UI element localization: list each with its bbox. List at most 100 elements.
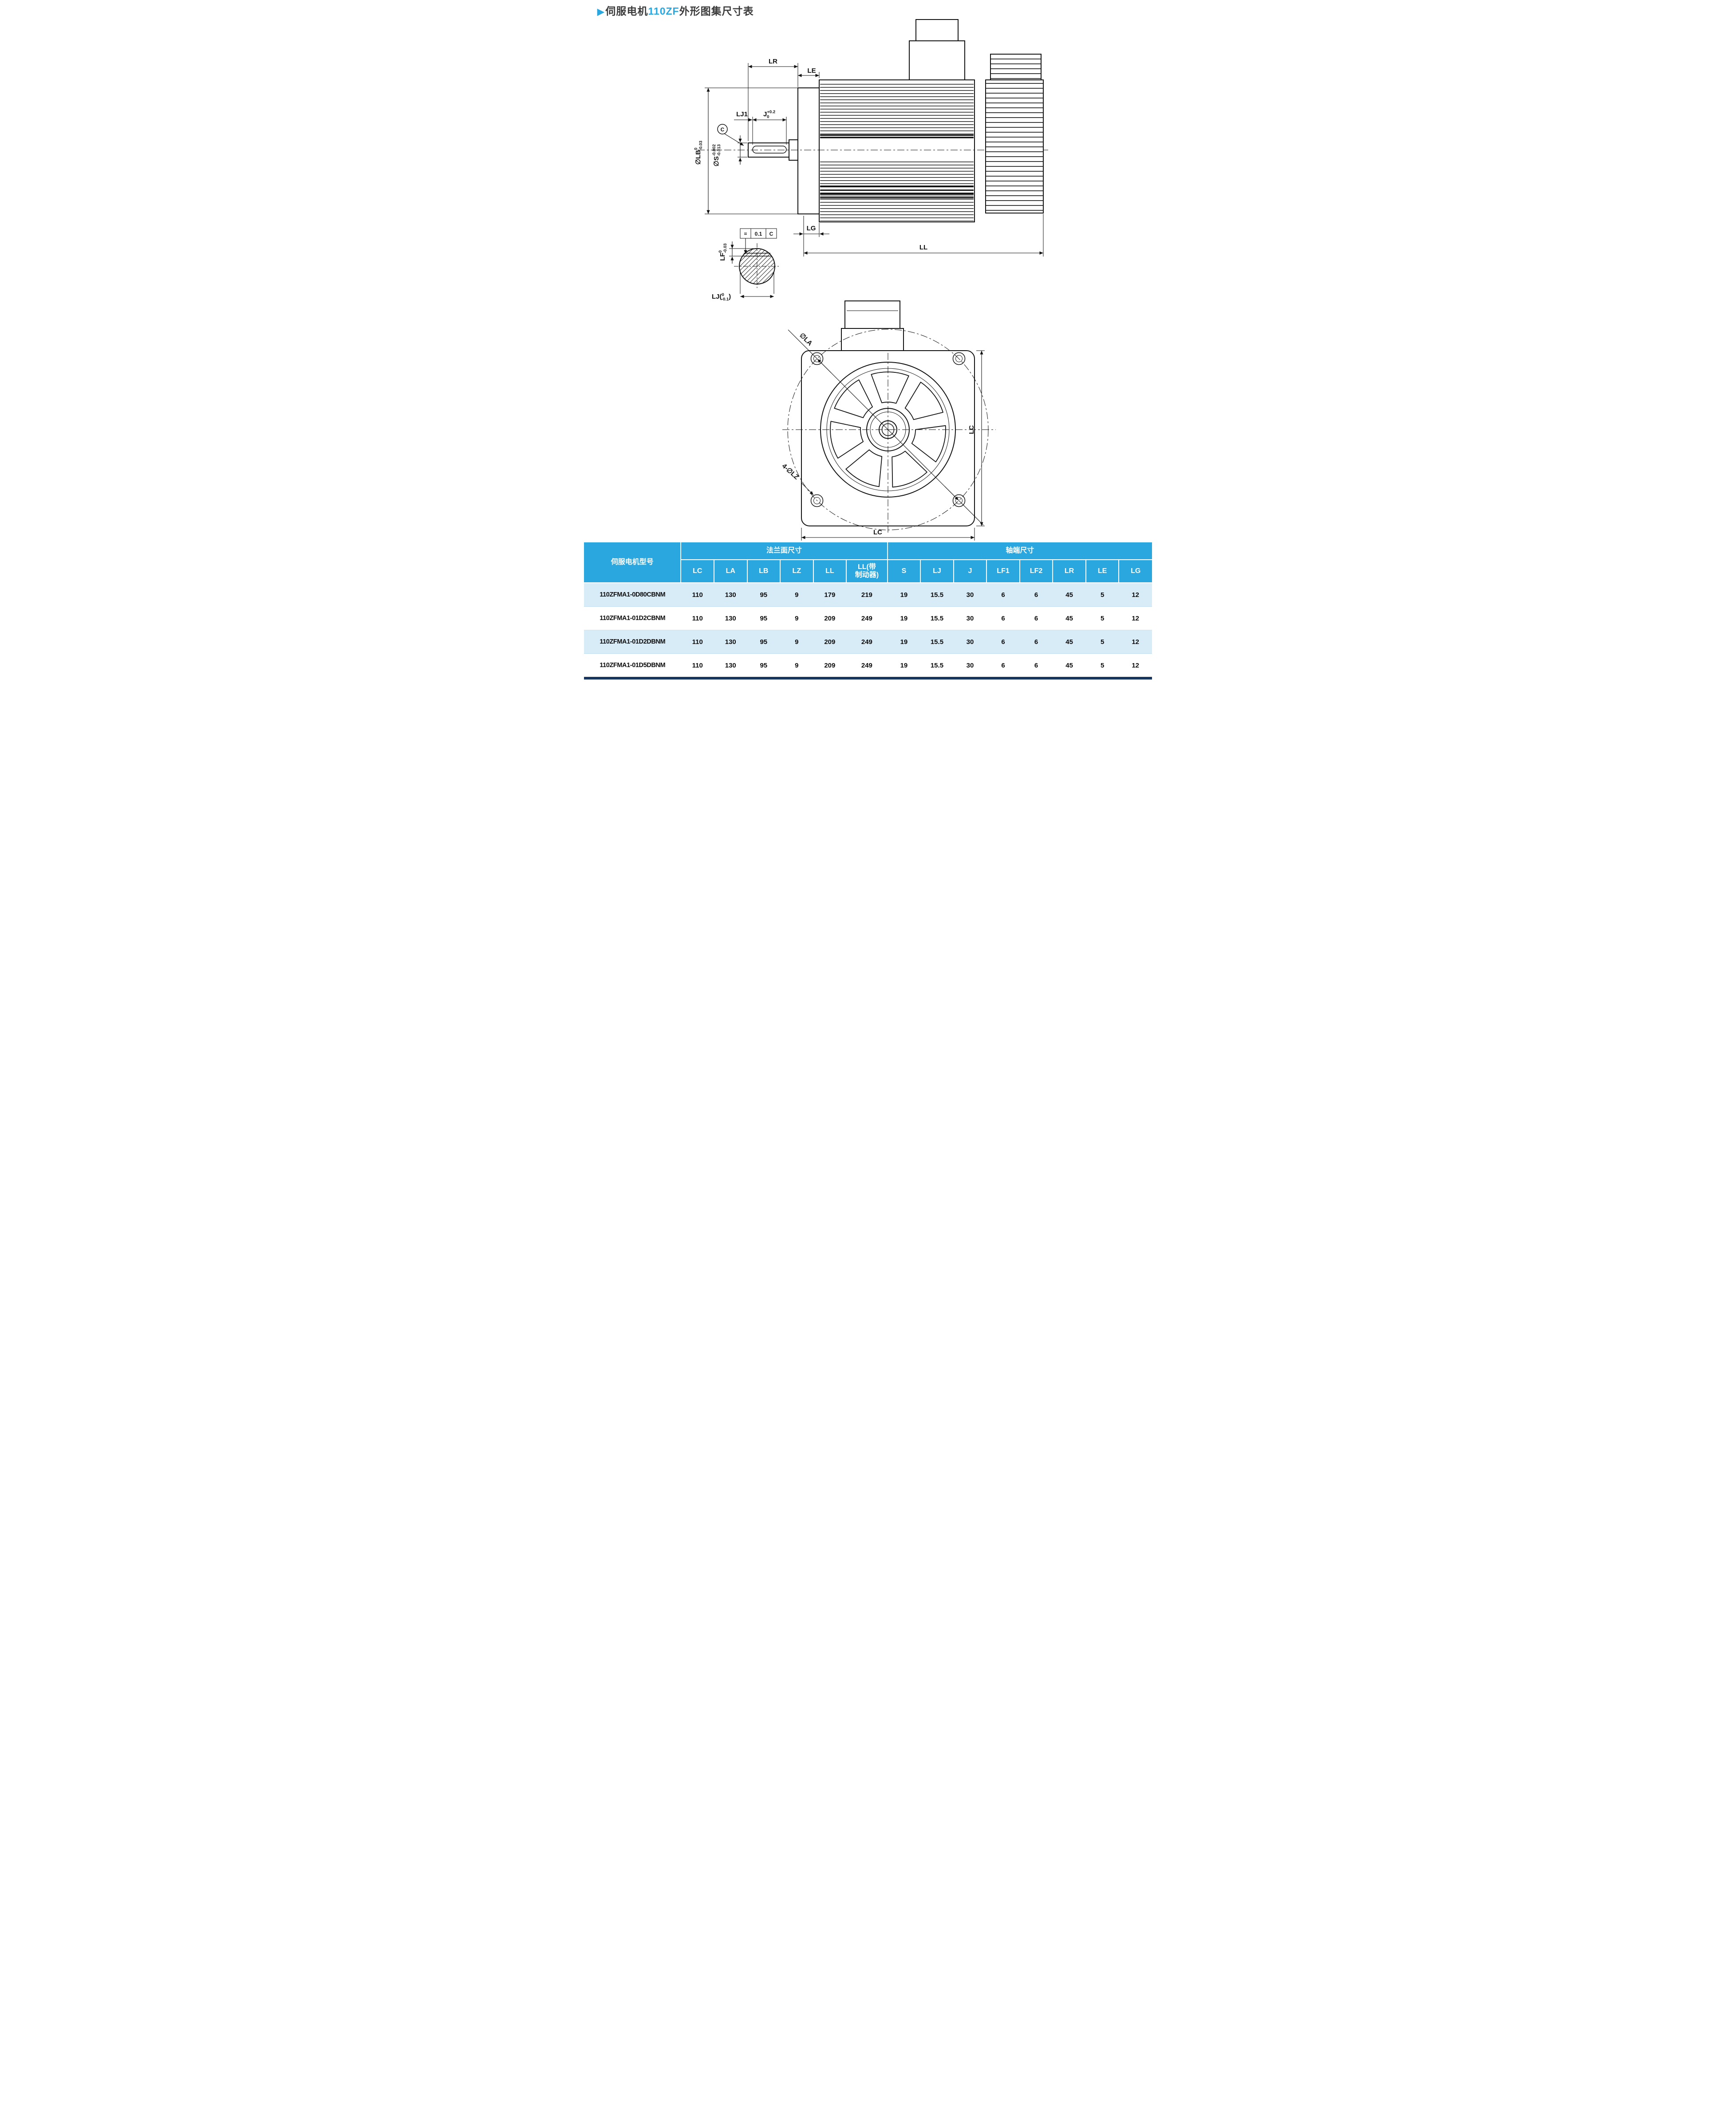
group-header-shaft: 轴端尺寸 [887,542,1152,560]
value-cell: 30 [953,630,987,654]
tolerance-frame: = 0.1 C [740,228,777,254]
front-connector-base [841,328,904,351]
cooling-fins-top [820,82,974,138]
value-cell: 12 [1119,630,1152,654]
dim-s-label: ∅S-0.002-0.013 [712,144,722,166]
value-cell: 30 [953,582,987,607]
value-cell: 5 [1085,606,1119,630]
table-row: 110ZFMA1-0D80CBNM 110 130 95 9 179 219 1… [584,582,1152,607]
front-connector-cap [844,300,900,329]
value-cell: 130 [714,653,747,677]
value-cell: 6 [1019,630,1053,654]
shaft-keyway [752,146,787,154]
page-title: ▶伺服电机110ZF外形图集尺寸表 [597,3,754,18]
lf-tolerance-lower: -0.03 [723,243,728,253]
value-cell: 249 [846,630,888,654]
value-cell: 110 [681,582,714,607]
spoke-cutout [911,425,946,462]
value-cell: 45 [1053,582,1086,607]
value-cell: 12 [1119,606,1152,630]
dim-s: ∅S-0.002-0.013 [712,135,747,166]
dim-ll-label: LL [919,244,927,251]
dim-lj1-label: LJ1 [736,111,748,118]
model-cell: 110ZFMA1-0D80CBNM [584,582,681,607]
value-cell: 110 [681,653,714,677]
dim-lg-label: LG [807,225,816,232]
value-cell: 179 [813,582,847,607]
value-cell: 249 [846,606,888,630]
col-header: LF1 [986,560,1020,583]
callout-lz: 4-∅LZ [781,462,814,495]
dim-la: ∅LA [788,329,984,526]
value-cell: 45 [1053,606,1086,630]
lb-tolerance-upper: 0 [694,148,698,150]
value-cell: 5 [1085,653,1119,677]
value-cell: 9 [780,630,813,654]
mounting-hole [952,352,966,365]
value-cell: 249 [846,653,888,677]
value-cell: 19 [887,582,921,607]
model-cell: 110ZFMA1-01D2CBNM [584,606,681,630]
value-cell: 110 [681,606,714,630]
dim-lj-label: LJ(0-0.1) [712,292,731,302]
datum-c-label: C [721,126,725,133]
value-cell: 15.5 [920,582,954,607]
connector-block [909,40,965,80]
front-view: ∅LA 4-∅LZ LC LC [781,300,996,541]
fin-band [820,134,974,136]
col-header: LJ [920,560,954,583]
value-cell: 12 [1119,653,1152,677]
lj-tolerance-lower: -0.1 [722,297,729,302]
col-header-model: 伺服电机型号 [584,542,682,583]
dim-le: LE [798,67,820,78]
col-header: LL(带 制动器) [846,560,888,583]
model-cell: 110ZFMA1-01D2DBNM [584,630,681,654]
value-cell: 5 [1085,630,1119,654]
s-tolerance-upper: -0.002 [712,144,717,156]
dim-lc-right: LC [968,350,985,526]
callout-lz-label: 4-∅LZ [781,462,801,481]
dimension-table: 伺服电机型号 法兰面尺寸 轴端尺寸 LC LA LB LZ LL LL(带 制动… [584,542,1152,677]
datasheet-page: ▶伺服电机110ZF外形图集尺寸表 [584,0,1152,680]
value-cell: 6 [1019,582,1053,607]
connector-cap [915,19,959,41]
rear-housing [985,79,1044,213]
spoke-cutouts [827,371,946,490]
value-cell: 209 [813,653,847,677]
tolerance-symbol: = [744,231,747,237]
dim-lj: LJ(0-0.1) [712,272,774,302]
value-cell: 219 [846,582,888,607]
value-cell: 209 [813,606,847,630]
value-cell: 6 [1019,653,1053,677]
col-header: LC [681,560,714,583]
table-group-header-row: 伺服电机型号 法兰面尺寸 轴端尺寸 [584,542,1152,583]
motor-body [819,79,975,222]
mounting-hole [810,494,824,507]
dim-ll: LL [804,214,1044,257]
tolerance-value: 0.1 [755,231,762,237]
value-cell: 130 [714,606,747,630]
dimension-table-wrap: 伺服电机型号 法兰面尺寸 轴端尺寸 LC LA LB LZ LL LL(带 制动… [584,542,1152,680]
col-header: LE [1085,560,1120,583]
dim-lc-right-label: LC [968,425,975,434]
dim-lg: LG [793,216,829,257]
col-header: LB [747,560,781,583]
shaft-cross-section: LF0-0.03 = 0.1 C LJ(0-0.1) [712,228,780,302]
dim-lf: LF0-0.03 [718,241,755,264]
lf-tolerance-upper: 0 [718,250,723,253]
value-cell: 95 [747,653,781,677]
col-header: LG [1119,560,1152,583]
value-cell: 6 [986,653,1020,677]
mounting-holes [810,352,966,507]
value-cell: 6 [1019,606,1053,630]
value-cell: 5 [1085,582,1119,607]
s-tolerance-lower: -0.013 [717,144,722,156]
title-arrow-icon: ▶ [597,7,605,17]
table-row: 110ZFMA1-01D5DBNM 110 130 95 9 209 249 1… [584,653,1152,677]
cooling-fins-bottom [820,162,974,221]
table-row: 110ZFMA1-01D2CBNM 110 130 95 9 209 249 1… [584,606,1152,630]
col-header: LL [813,560,847,583]
section-centerlines [734,243,780,289]
